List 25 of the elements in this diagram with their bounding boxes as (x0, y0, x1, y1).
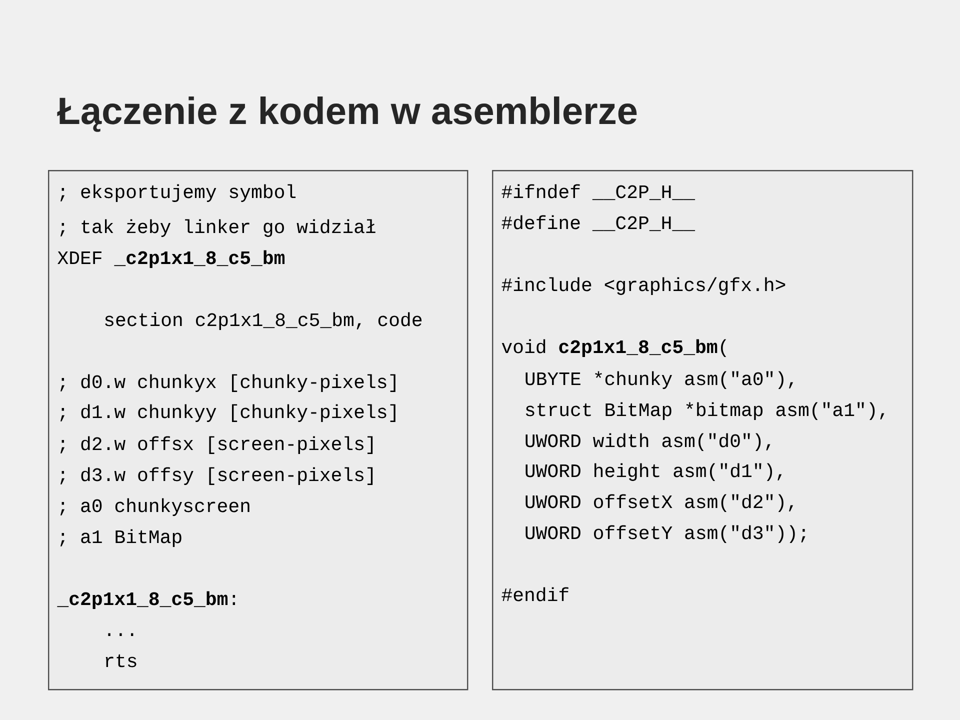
code-line: #define __C2P_H__ (502, 215, 696, 232)
code-line: #ifndef __C2P_H__ (502, 184, 696, 200)
code-line: _c2p1x1_8_c5_bm: (57, 591, 235, 609)
code-line: struct BitMap *bitmap asm("a1"), (526, 402, 884, 420)
code-line: ; d3.w offsy [screen-pixels] (60, 467, 373, 485)
code-line: ; a0 chunkyscreen (60, 498, 250, 516)
slide-title: Łączenie z kodem w asemblerze (57, 96, 637, 132)
code-line: ; eksportujemy symbol (60, 184, 296, 202)
code-line: rts (106, 654, 136, 668)
code-line: UWORD height asm("d1"), (526, 463, 782, 481)
code-line: ; d2.w offsx [screen-pixels] (60, 436, 373, 454)
code-line: ... (108, 633, 134, 636)
code-line: UBYTE *chunky asm("a0"), (526, 371, 794, 389)
code-line: ; d0.w chunkyx [chunky-pixels] (60, 374, 396, 392)
code-line: ; d1.w chunkyy [chunky-pixels] (60, 404, 396, 422)
code-line: #endif (502, 587, 568, 602)
code-line: ; a1 BitMap (60, 529, 182, 547)
code-line: ; tak żeby linker go widział (60, 219, 376, 237)
code-line: section c2p1x1_8_c5_bm, code (105, 312, 422, 330)
code-line: void c2p1x1_8_c5_bm( (502, 339, 726, 357)
code-line: UWORD offsetY asm("d3")); (526, 525, 806, 543)
code-line: #include <graphics/gfx.h> (502, 277, 786, 295)
code-line: UWORD offsetX asm("d2"), (526, 494, 794, 512)
code-line: XDEF _c2p1x1_8_c5_bm (58, 250, 284, 268)
code-line: UWORD width asm("d0"), (526, 433, 770, 451)
